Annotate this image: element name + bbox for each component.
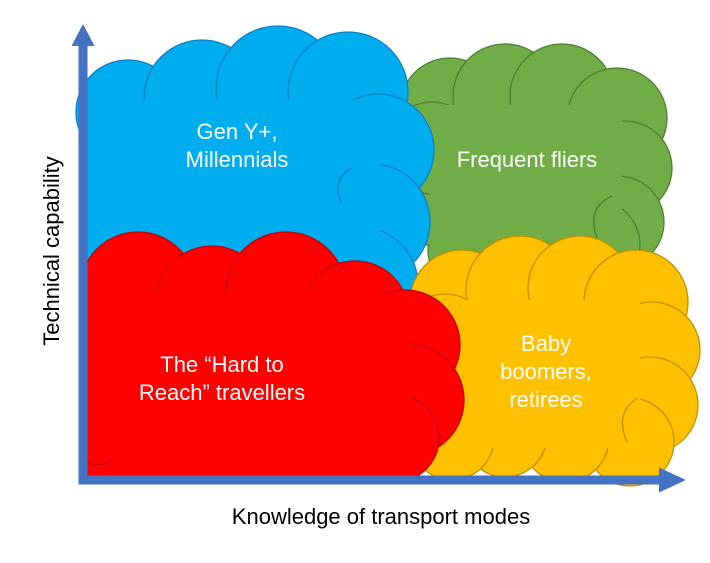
cloud-curl-line: [593, 195, 613, 239]
x-axis-arrowhead-icon: [659, 467, 686, 493]
cloud-body: [430, 105, 622, 253]
cloud-body: [82, 295, 412, 478]
cloud-curl-line: [87, 459, 113, 466]
axes: [71, 24, 686, 493]
y-axis-arrowhead-icon: [71, 24, 95, 46]
cloud-curl-line: [337, 167, 353, 205]
cloud-hard-to-reach: [79, 231, 465, 483]
x-axis-line: [78, 475, 662, 485]
y-axis-line: [78, 44, 88, 485]
cloud-curl-line: [621, 397, 639, 443]
cloud-body: [448, 300, 640, 448]
